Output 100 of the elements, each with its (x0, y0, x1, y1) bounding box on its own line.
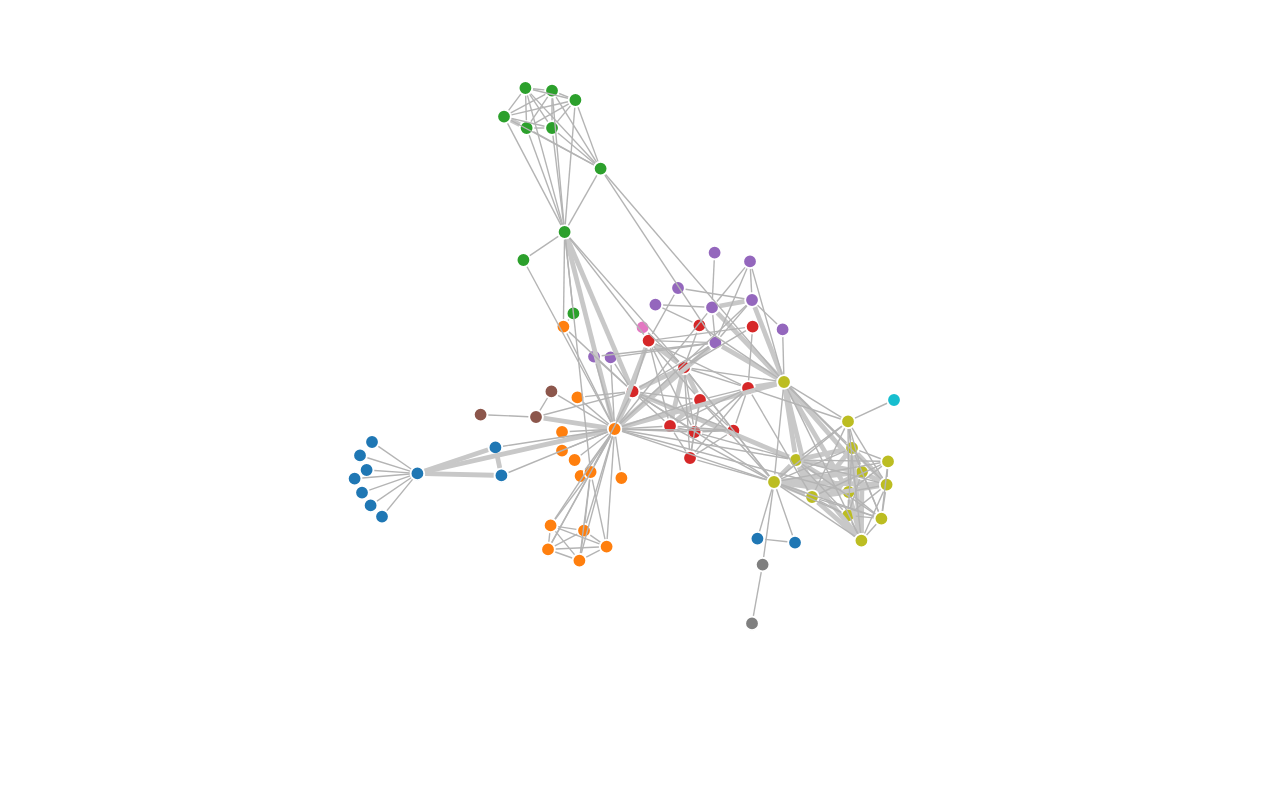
connector-line (543, 415, 608, 431)
connector-line (564, 238, 574, 307)
graph-node-dot (613, 470, 630, 486)
connector-line (617, 343, 709, 358)
graph-node-dot (749, 530, 766, 547)
connector-line (690, 438, 694, 452)
connector-line (532, 88, 546, 91)
connector-line (715, 311, 781, 379)
connector-line (673, 431, 687, 453)
graph-node-dot (515, 252, 532, 268)
connector-line (751, 268, 783, 376)
graph-node-dot (374, 508, 390, 525)
connector-line (585, 549, 601, 558)
connector-line (699, 392, 743, 428)
graph-node-dot (352, 447, 368, 464)
connector-line (554, 533, 578, 547)
connector-line (789, 385, 843, 419)
connector-line (562, 239, 566, 320)
connector-line (819, 490, 842, 499)
connector-line (780, 482, 806, 497)
connector-line (487, 414, 529, 418)
connector-line (634, 347, 647, 385)
connector-line (604, 173, 780, 377)
connector-line (688, 372, 730, 426)
connector-line (425, 471, 494, 478)
connector-line (555, 546, 600, 550)
graph-node-dot (358, 462, 375, 478)
connector-line (752, 306, 784, 376)
connector-line (814, 427, 846, 491)
connector-line (756, 304, 778, 325)
connector-line (669, 374, 685, 420)
connector-line (507, 93, 522, 112)
connector-line (564, 107, 576, 226)
connector-line (815, 452, 849, 493)
connector-line (651, 346, 692, 426)
connector-line (638, 345, 710, 389)
connector-line (706, 389, 742, 399)
connector-line (584, 434, 611, 471)
connector-line (853, 496, 877, 515)
graph-node-dot (493, 467, 510, 484)
connector-line (695, 434, 728, 455)
graph-node-dot (744, 292, 760, 308)
connector-line (554, 434, 612, 520)
connector-line (569, 428, 608, 433)
connector-line (618, 345, 712, 426)
connector-line (711, 259, 715, 301)
connector-line (800, 464, 844, 511)
connector-line (557, 525, 578, 531)
connector-line (580, 435, 614, 554)
connector-line (781, 480, 842, 494)
connector-line (801, 425, 843, 457)
graph-node-dot (566, 452, 583, 468)
connector-line (377, 445, 412, 470)
connector-line (854, 515, 875, 519)
connector-line (580, 433, 610, 456)
graph-node-dot (487, 439, 504, 456)
connector-line (651, 294, 675, 335)
connector-line (647, 332, 680, 363)
connector-line (701, 430, 727, 433)
connector-line (764, 538, 789, 543)
connector-line (854, 454, 880, 513)
connector-line (689, 329, 747, 365)
connector-line (685, 373, 699, 395)
graph-node-dot (540, 541, 556, 558)
connector-line (655, 340, 709, 344)
connector-line (552, 97, 565, 226)
graph-node-dot (567, 92, 584, 108)
graph-node-dot (543, 383, 560, 400)
connector-line (782, 336, 785, 375)
graph-node-dot (556, 224, 573, 240)
graph-node-dot (362, 497, 379, 514)
connector-line (881, 468, 888, 512)
connector-line (566, 332, 612, 423)
connector-line (589, 534, 602, 543)
connector-line (621, 401, 694, 428)
connector-line (850, 521, 859, 535)
connector-line (595, 363, 614, 423)
connector-line (619, 304, 748, 425)
connector-line (582, 401, 610, 425)
connector-line (787, 386, 859, 468)
graph-node-dot (528, 409, 544, 425)
connector-line (621, 429, 790, 460)
connector-line (653, 343, 680, 365)
connector-line (775, 488, 794, 537)
graph-node-dot (766, 474, 782, 490)
connector-line (509, 117, 521, 127)
connector-line (694, 393, 744, 453)
connector-line (689, 346, 711, 364)
connector-line (780, 484, 842, 513)
connector-line (526, 94, 564, 226)
connector-line (780, 483, 875, 517)
connector-line (564, 238, 616, 423)
graph-node-dot (354, 484, 370, 501)
graph-node-dot (598, 538, 615, 555)
connector-line (615, 397, 632, 424)
connector-line (786, 388, 859, 535)
connector-line (552, 134, 565, 226)
graph-node-dot (774, 321, 791, 338)
connector-line (614, 435, 622, 472)
connector-line (677, 425, 727, 431)
